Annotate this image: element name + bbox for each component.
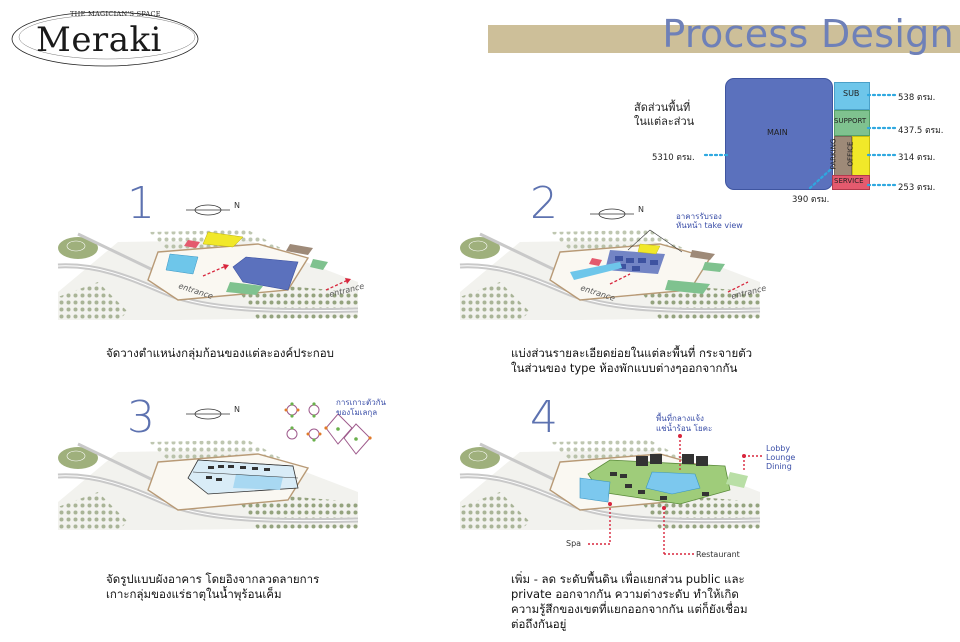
step-4-annotation-lounge: Lounge (766, 453, 796, 462)
step-2-number: 2 (530, 178, 558, 229)
step-2-caption-line-1: แบ่งส่วนรายละเอียดย่อยในแต่ละพื้นที่ กระ… (511, 346, 753, 360)
step-4-annotation-spa: Spa (566, 539, 582, 548)
brand-logo (10, 6, 200, 72)
title-bar (488, 25, 960, 53)
block-sub (834, 82, 870, 110)
step-2-annotation-1: อาคารรับรอง (676, 212, 722, 221)
step-4-annotation-center-2: แช่น้ำร้อน โยคะ (656, 424, 713, 433)
area-service: 253 ตรม. (898, 183, 936, 193)
block-service-label: SERVICE (834, 177, 864, 185)
step-4-annotation-dining: Dining (766, 462, 792, 471)
step-4-annotation-restaurant: Restaurant (696, 550, 740, 559)
step-1-caption-line: จัดวางตำแหน่งกลุ่มก้อนของแต่ละองค์ประกอบ (106, 346, 334, 360)
area-support: 437.5 ตรม. (898, 126, 944, 136)
step-4-annotation-lobby: Lobby (766, 444, 791, 453)
block-support (834, 110, 870, 136)
step-3-number: 3 (127, 392, 155, 443)
step-3-caption-line-1: จัดรูปแบบผังอาคาร โดยอิงจากลวดลายการ (106, 572, 320, 586)
step-4-caption-line-1: เพิ่ม - ลด ระดับพื้นดิน เพื่อแยกส่วน pub… (511, 572, 745, 586)
step-4-caption-line-3: ความรู้สึกของเขตที่แยกออกจากกัน แต่ก็ยัง… (511, 602, 748, 616)
step-2-caption: แบ่งส่วนรายละเอียดย่อยในแต่ละพื้นที่ กระ… (511, 346, 752, 376)
step-2-caption-line-2: ในส่วนของ type ห้องพักแบบต่างๆออกจากกัน (511, 361, 738, 375)
area-parking: 390 ตรม. (792, 195, 830, 205)
step-3-annotation-2: ของโมเลกุล (336, 408, 378, 417)
block-main (725, 78, 833, 190)
step-1-number: 1 (127, 178, 155, 229)
step-3-caption-line-2: เกาะกลุ่มของแร่ธาตุในน้ำพุร้อนเค็ม (106, 587, 282, 601)
step-2-annotation-2: หันหน้า take view (676, 221, 743, 230)
brand-name: Meraki (36, 20, 162, 60)
brand-tagline: THE MAGICIAN'S SPACE (70, 10, 161, 18)
area-office: 314 ตรม. (898, 153, 936, 163)
block-sub-label: SUB (843, 89, 860, 98)
block-main-label: MAIN (767, 128, 788, 137)
step-4-annotation-center-1: พื้นที่กลางแจ้ง (656, 414, 704, 423)
area-main: 5310 ตรม. (652, 153, 695, 163)
area-sub: 538 ตรม. (898, 93, 936, 103)
step-4-number: 4 (530, 392, 558, 443)
area-heading-1: สัดส่วนพื้นที่ (634, 101, 691, 114)
step-1-caption: จัดวางตำแหน่งกลุ่มก้อนของแต่ละองค์ประกอบ (106, 346, 334, 361)
page-title: Process Design (662, 12, 954, 56)
step-4-caption: เพิ่ม - ลด ระดับพื้นดิน เพื่อแยกส่วน pub… (511, 572, 748, 632)
block-service (832, 175, 870, 190)
step-4-caption-line-4: ต่อถึงกันอยู่ (511, 617, 567, 631)
area-heading-2: ในแต่ละส่วน (634, 115, 695, 128)
step-3-caption: จัดรูปแบบผังอาคาร โดยอิงจากลวดลายการ เกา… (106, 572, 319, 602)
step-4-caption-line-2: private ออกจากกัน ความต่างระดับ ทำให้เกิ… (511, 587, 739, 601)
step-3-annotation-1: การเกาะตัวกัน (336, 398, 386, 407)
block-support-label: SUPPORT (834, 117, 867, 125)
